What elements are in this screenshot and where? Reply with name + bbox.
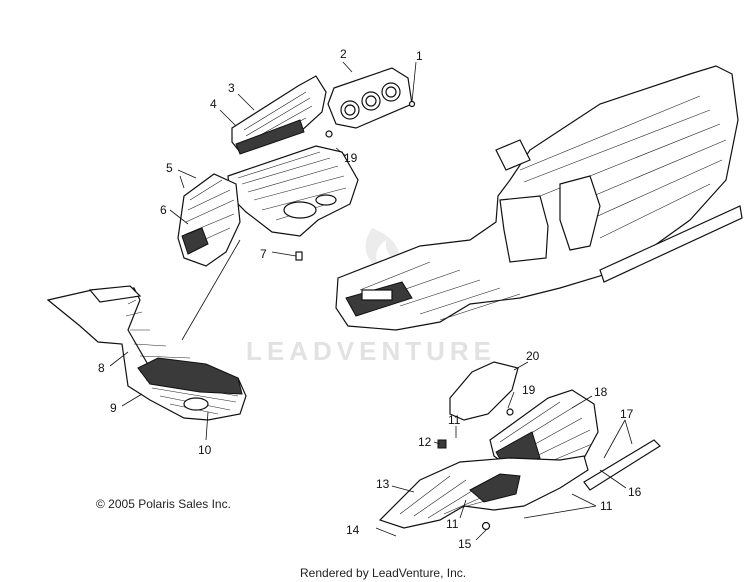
callout-8: 8 xyxy=(98,361,105,375)
callout-7: 7 xyxy=(260,247,267,261)
lower-hood-assembly[interactable] xyxy=(46,285,247,421)
chassis-frame xyxy=(335,65,743,331)
upper-dash-panel[interactable] xyxy=(231,75,333,155)
callout-1: 1 xyxy=(416,49,423,63)
callout-19-lower: 19 xyxy=(522,383,536,397)
callout-17: 17 xyxy=(620,407,634,421)
callout-9: 9 xyxy=(110,401,117,415)
callout-5: 5 xyxy=(166,161,173,175)
callout-4: 4 xyxy=(210,97,217,111)
callout-10: 10 xyxy=(198,443,212,457)
callout-2: 2 xyxy=(340,47,347,61)
callout-15: 15 xyxy=(458,537,472,551)
callout-11-b: 11 xyxy=(600,499,613,513)
callout-14: 14 xyxy=(346,523,360,537)
callout-18: 18 xyxy=(594,385,608,399)
footer-text: Rendered by LeadVenture, Inc. xyxy=(300,566,466,580)
clip-part-7[interactable] xyxy=(271,251,303,261)
gauge-plate[interactable] xyxy=(327,67,413,129)
lower-nose-part-13[interactable] xyxy=(378,455,589,529)
trim-strip-part-16[interactable] xyxy=(583,439,661,491)
callout-3: 3 xyxy=(228,81,235,95)
callout-13: 13 xyxy=(376,477,390,491)
callout-11-c: 11 xyxy=(446,517,459,531)
washer-part-15[interactable] xyxy=(481,521,491,531)
middle-console[interactable] xyxy=(227,145,359,237)
callout-16: 16 xyxy=(628,485,642,499)
callout-12: 12 xyxy=(418,435,432,449)
side-panel-part-6[interactable] xyxy=(177,173,241,267)
bolt-part-12[interactable] xyxy=(437,439,447,449)
callout-6: 6 xyxy=(160,203,167,217)
copyright-text: © 2005 Polaris Sales Inc. xyxy=(96,497,231,511)
callout-11-a: 11 xyxy=(448,413,461,427)
screw-part-1[interactable] xyxy=(408,61,417,108)
watermark-logo xyxy=(365,228,399,268)
foam-block-part-20[interactable] xyxy=(449,361,519,421)
watermark-text: LEADVENTURE xyxy=(246,336,496,366)
leader-lines xyxy=(109,61,633,541)
callout-19-upper: 19 xyxy=(344,151,358,165)
callout-20: 20 xyxy=(526,349,540,363)
